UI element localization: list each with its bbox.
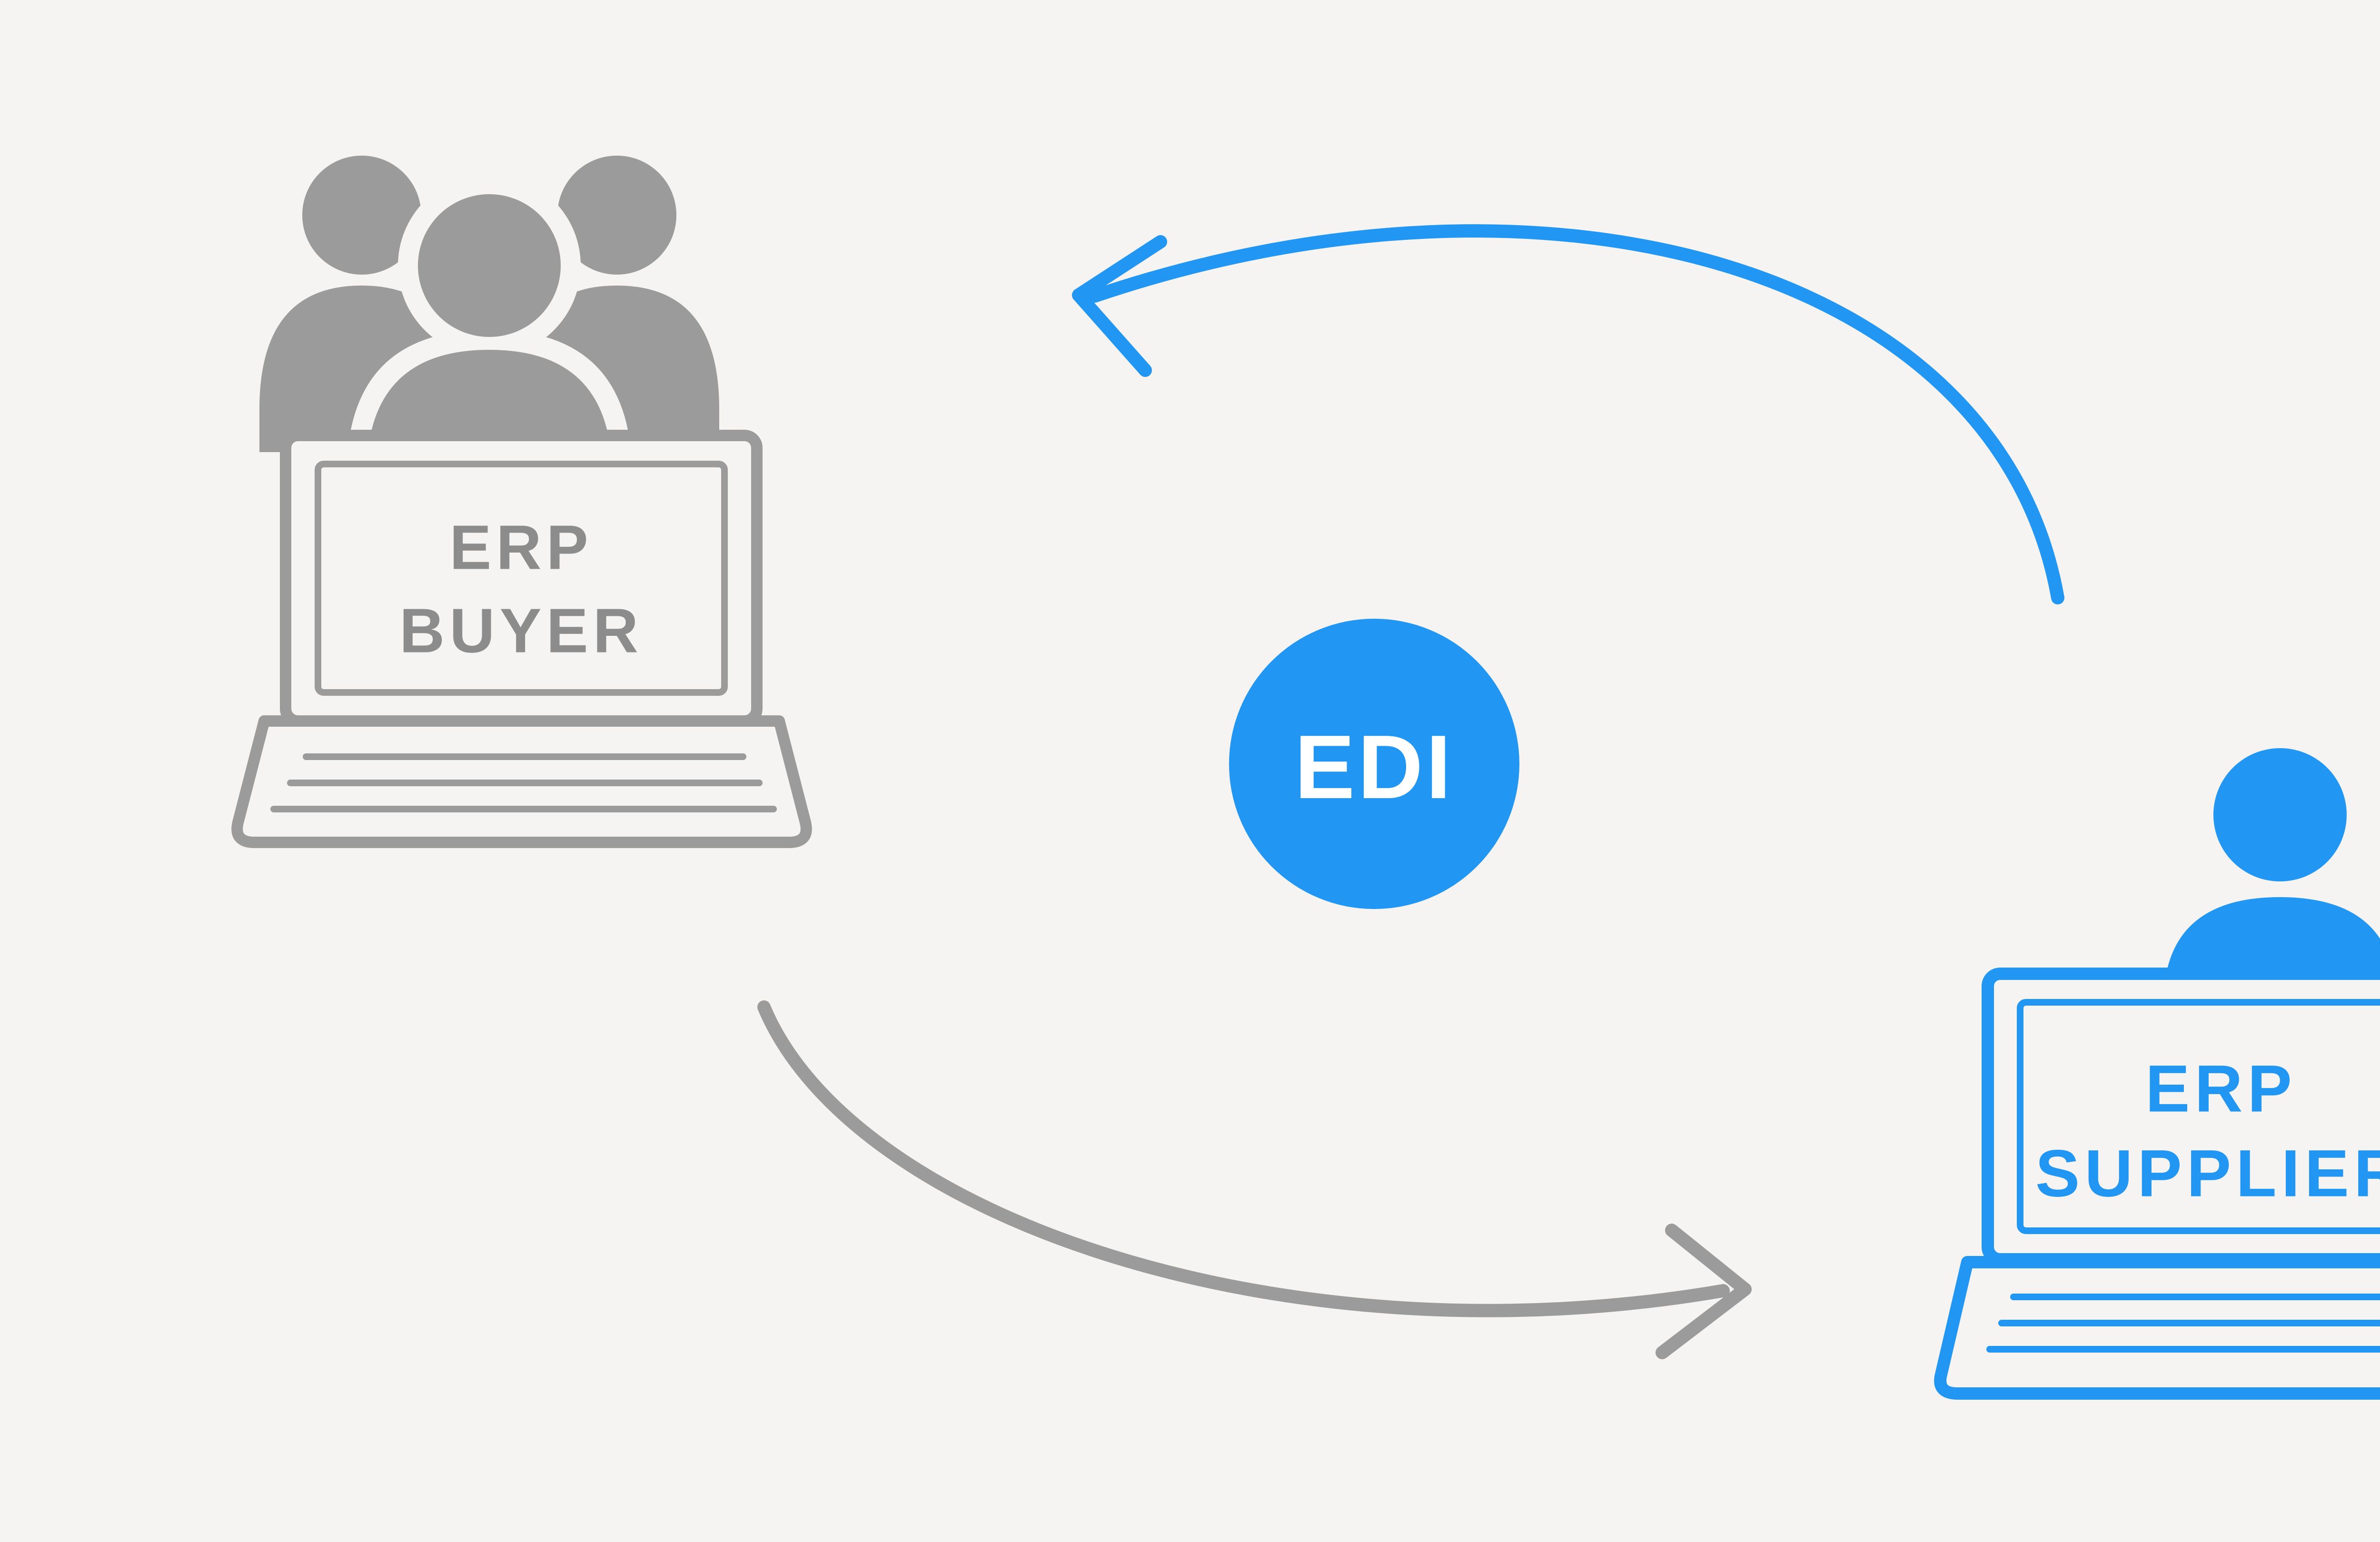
supplier-person-icon: [2163, 748, 2380, 1004]
buyer-node: ERP BUYER: [231, 156, 812, 848]
arrow-buyer-to-supplier-icon: [757, 1000, 1752, 1359]
buyer-label-line1: ERP: [449, 513, 593, 583]
supplier-label-line1: ERP: [2145, 1051, 2297, 1126]
arrow-supplier-to-buyer-icon: [1072, 224, 2064, 604]
edi-badge: EDI: [1229, 619, 1519, 909]
supplier-node: ERP SUPPLIER: [1934, 748, 2380, 1400]
edi-circle: [1229, 619, 1519, 909]
edi-label: EDI: [1295, 717, 1454, 818]
supplier-label-line2: SUPPLIER: [2035, 1136, 2380, 1211]
buyer-label-line2: BUYER: [399, 596, 643, 666]
buyer-group-icon: [259, 156, 719, 476]
buyer-laptop-icon: [231, 430, 812, 848]
supplier-laptop-icon: [1934, 968, 2380, 1400]
